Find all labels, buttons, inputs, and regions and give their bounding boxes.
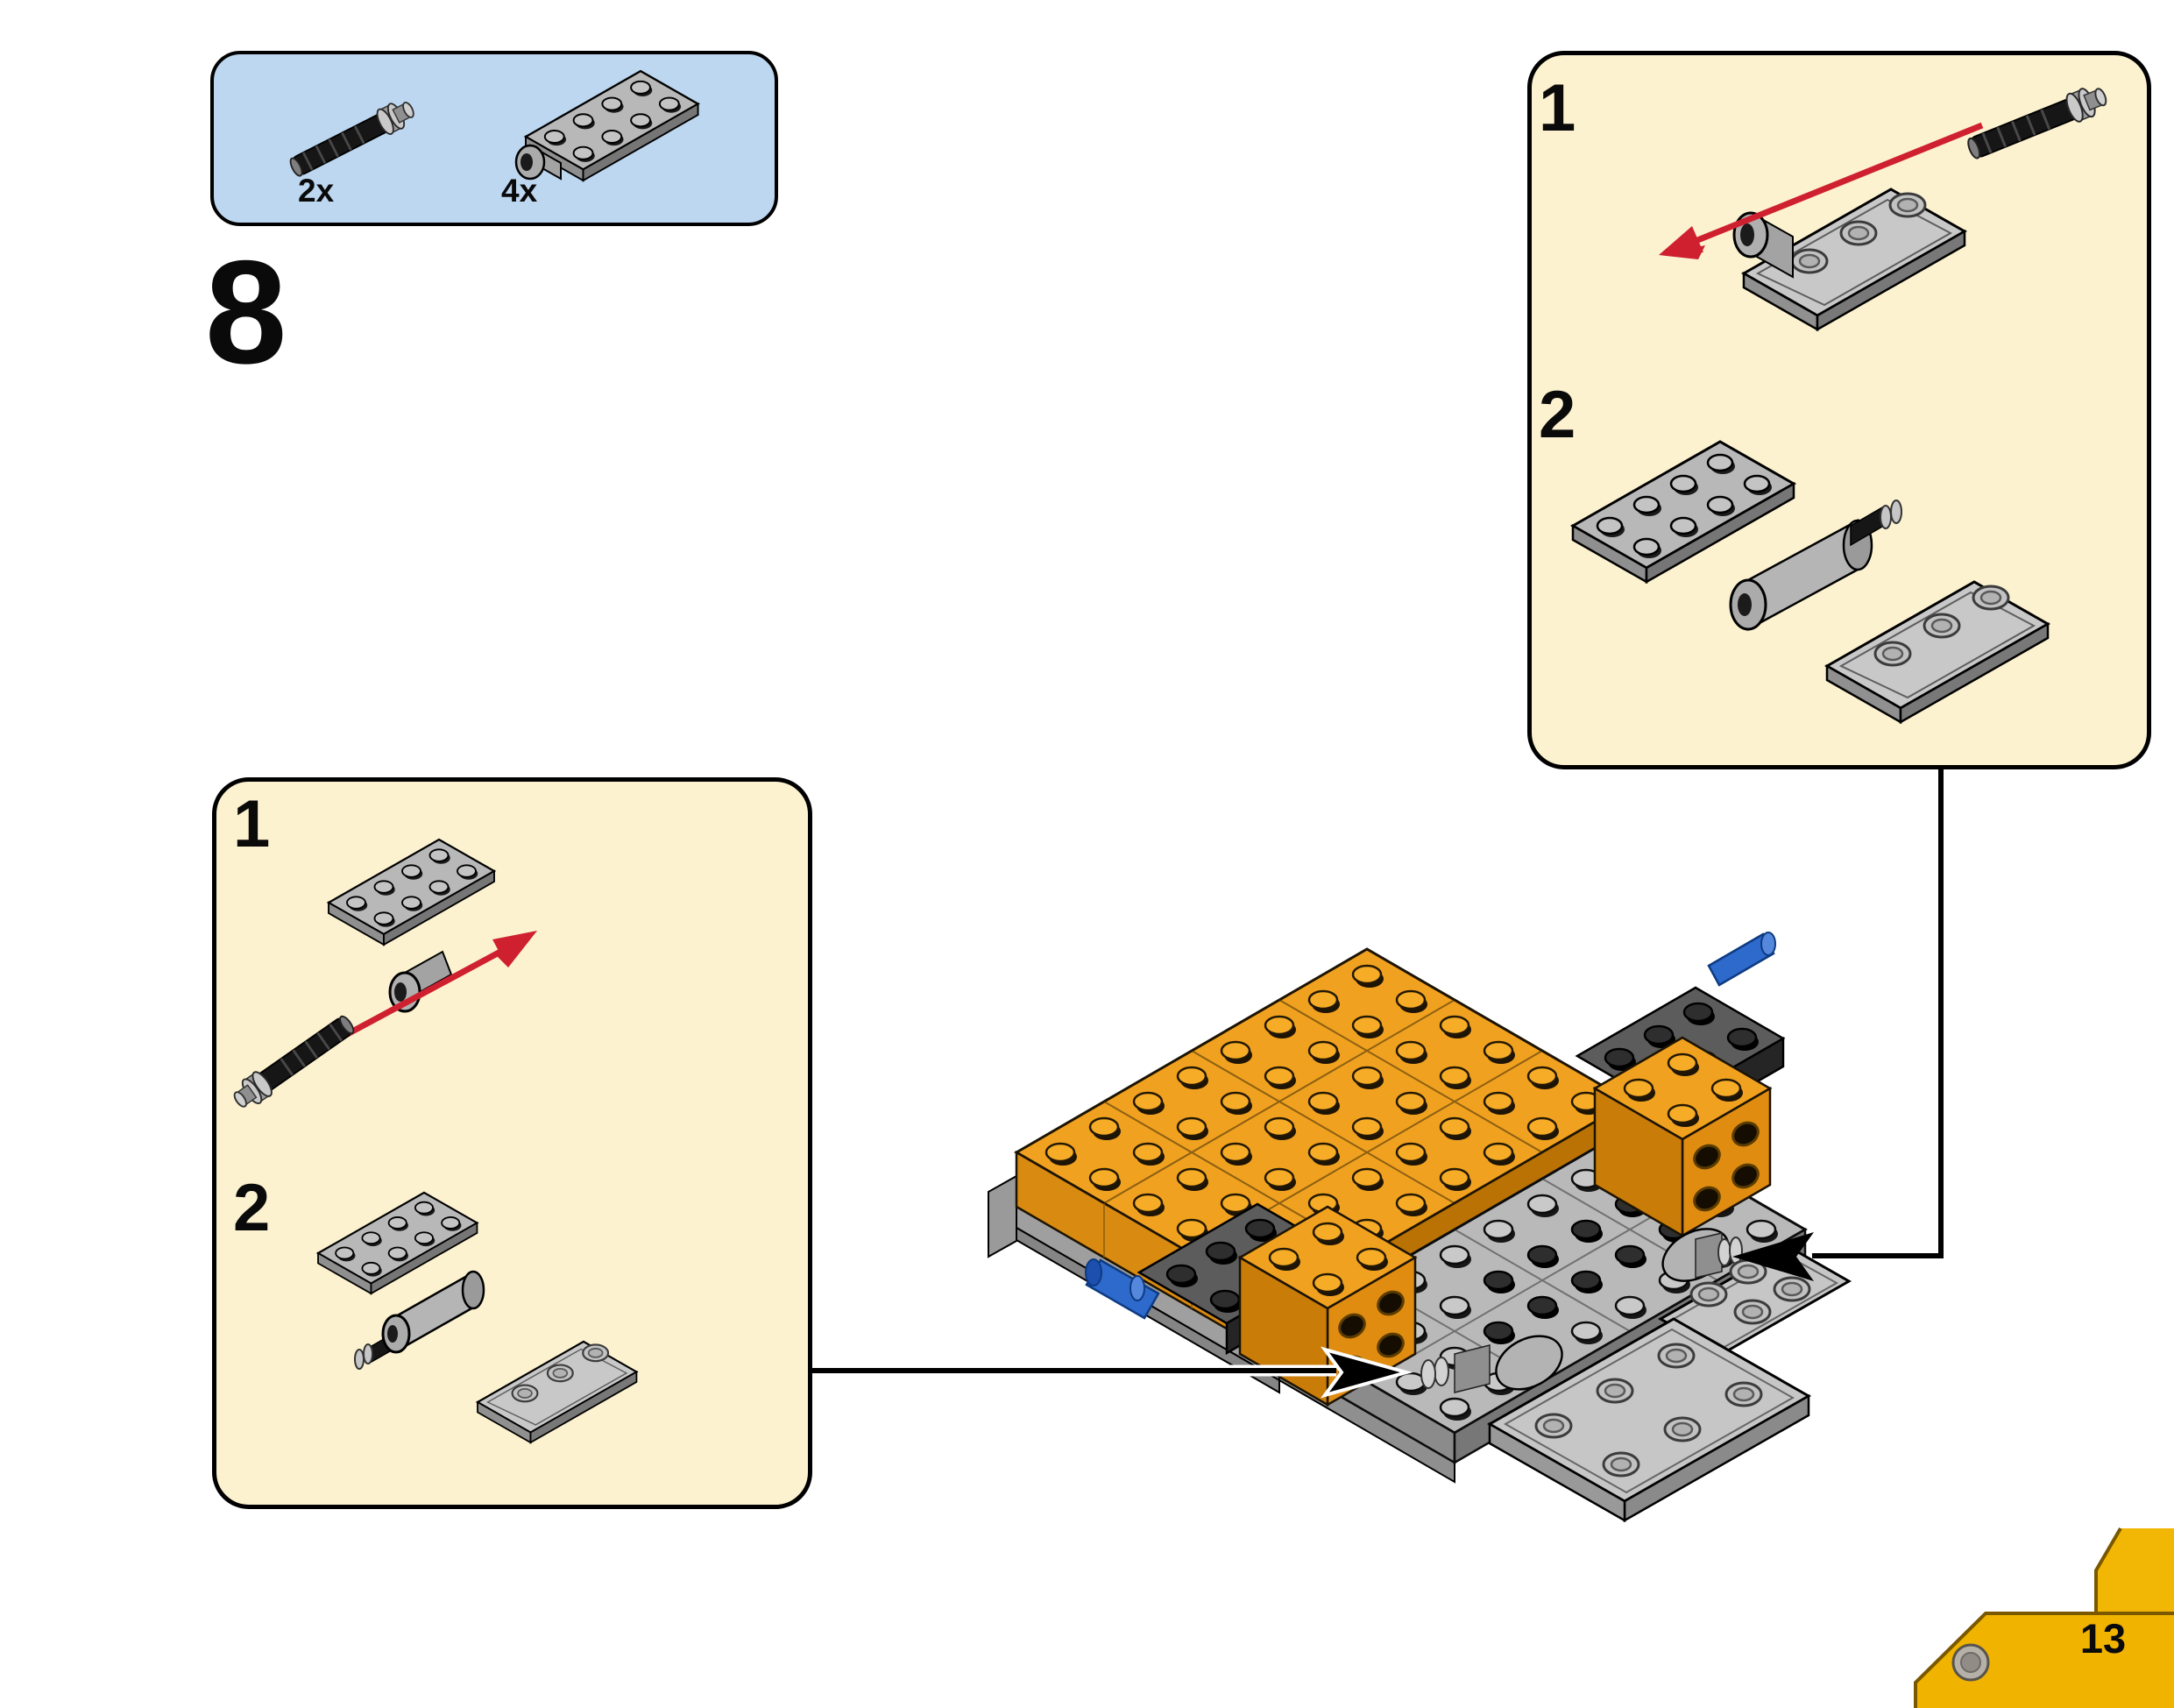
callout-bl-step2-illustration (318, 1193, 636, 1442)
page-corner-tab (1914, 1527, 2174, 1708)
arrow-left-icon (1732, 1232, 1814, 1281)
callout-box-top-right (1527, 51, 2151, 769)
parts-box (210, 51, 778, 226)
part-hinge-plate-icon (514, 71, 698, 181)
connector-top-right (1732, 769, 1944, 1281)
page-number: 13 (2079, 1615, 2127, 1662)
blue-pin-icon (1707, 932, 1776, 987)
part-quantity-hinge-plate: 4x (501, 173, 538, 209)
brick-stud-icon (1951, 1643, 1990, 1682)
part-pin-icon (285, 95, 420, 182)
substep-label-bl-1: 1 (233, 787, 271, 861)
callout-tr-step1-illustration (1659, 80, 2112, 330)
callout-box-bottom-left (212, 777, 812, 1509)
arrow-right-icon (1320, 1346, 1413, 1399)
red-arrow-icon (1659, 122, 1984, 259)
substep-label-tr-2: 2 (1539, 378, 1576, 452)
blue-pin-icon (1085, 1258, 1160, 1320)
callout-bl-step1-illustration (227, 840, 537, 1115)
callout-tr-step2-illustration (1573, 442, 2048, 722)
main-assembly-illustration (988, 932, 1852, 1523)
substep-label-tr-1: 1 (1539, 71, 1576, 145)
step-number: 8 (205, 230, 287, 394)
substep-label-bl-2: 2 (233, 1171, 271, 1245)
connector-bottom-left (812, 1346, 1413, 1399)
part-quantity-pin: 2x (298, 173, 335, 209)
